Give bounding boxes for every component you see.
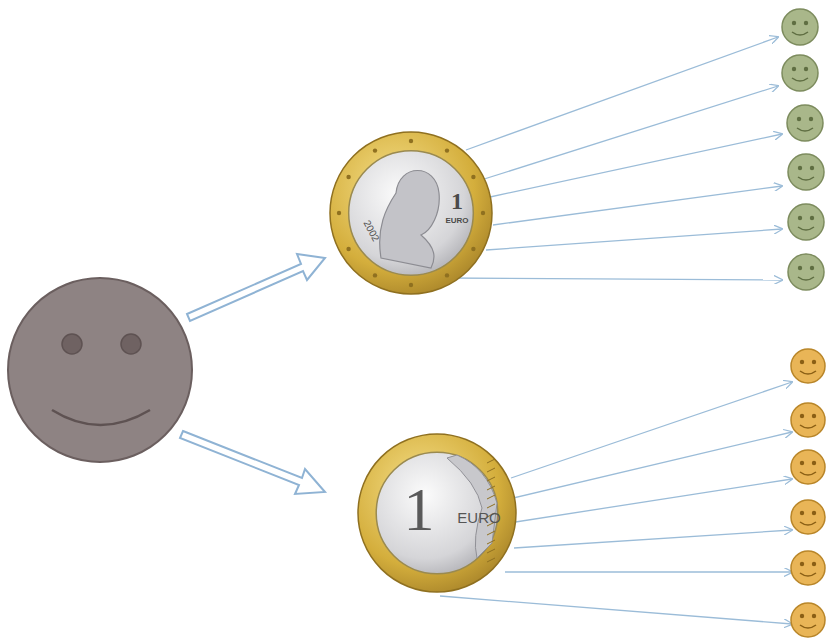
euro-coin: 1EURO bbox=[357, 433, 517, 593]
block-arrow bbox=[187, 254, 325, 321]
coin-inscription: EURO bbox=[445, 217, 468, 225]
coin-inscription: EURO bbox=[457, 510, 500, 525]
fan-out-lines bbox=[440, 382, 792, 624]
coin-inscription: 1 bbox=[404, 478, 435, 540]
euro-coin: 1EURO2002 bbox=[329, 131, 493, 295]
orange-smileys bbox=[791, 349, 825, 637]
green-smileys bbox=[782, 9, 824, 290]
block-arrow bbox=[180, 431, 325, 494]
big-smiley bbox=[8, 278, 192, 462]
coin-picture bbox=[329, 131, 493, 295]
fan-out-lines bbox=[440, 37, 782, 280]
coin-inscription: 1 bbox=[451, 189, 463, 213]
